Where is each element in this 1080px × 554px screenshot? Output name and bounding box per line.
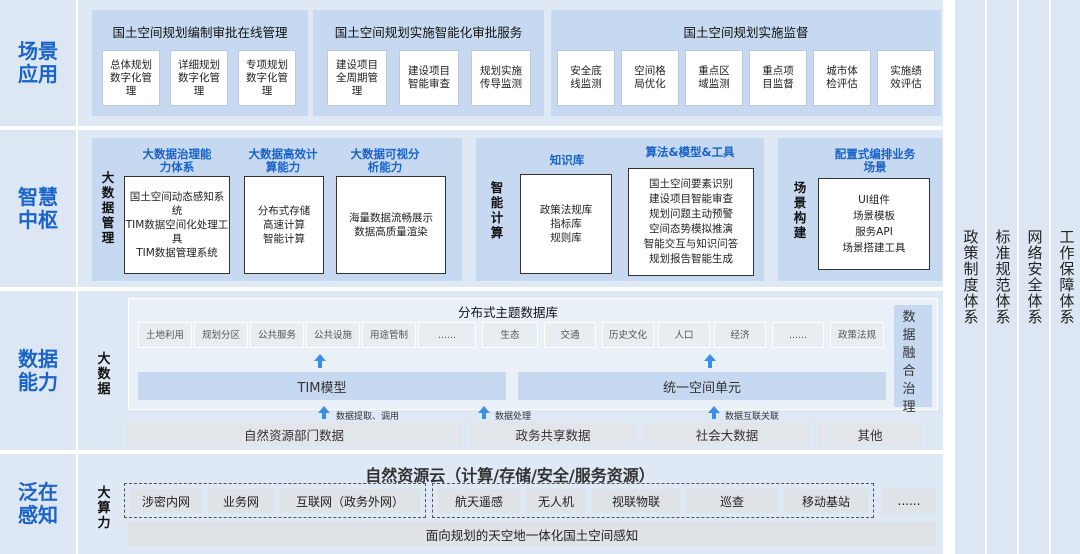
up-arrow-icon: [318, 406, 330, 413]
panel-title: 国土空间规划实施智能化审批服务: [334, 25, 523, 40]
row-label-hub: 智慧中枢: [0, 130, 76, 287]
scene-card[interactable]: 空间格局优化: [621, 50, 679, 106]
scene-panel-plan-approval: 国土空间规划编制审批在线管理 总体规划数字化管理 详细规划数字化管理 专项规划数…: [92, 10, 308, 116]
theme-item[interactable]: ......: [418, 322, 476, 348]
gov-card[interactable]: 国土空间动态感知系统 TIM数据空间化处理工具 TIM数据管理系统: [124, 176, 230, 274]
pillar-security: 网络安全体系: [1019, 0, 1049, 554]
panel-title: 国土空间规划实施监督: [683, 25, 809, 40]
up-arrow-icon: [704, 354, 716, 361]
scene-card[interactable]: 重点区域监测: [685, 50, 743, 106]
net-classified[interactable]: 涉密内网: [130, 489, 202, 513]
pillar-policy: 政策制度体系: [955, 0, 985, 554]
scene-card[interactable]: 建设项目智能审查: [399, 50, 459, 106]
row-label-sense: 泛在感知: [0, 454, 76, 554]
sensor-base-station[interactable]: 移动基站: [784, 489, 868, 513]
note-link: 数据互联关联: [725, 412, 780, 422]
theme-item[interactable]: 公共设施: [306, 322, 360, 348]
kb-card[interactable]: 政策法规库 指标库 规则库: [520, 174, 612, 274]
note-process: 数据处理: [495, 412, 532, 422]
row-label-scene: 场景应用: [0, 0, 76, 126]
pillar-standard: 标准规范体系: [987, 0, 1017, 554]
algo-card[interactable]: 国土空间要素识别 建设项目智能审查 规划问题主动预警 空间态势模拟推演 智能交互…: [628, 168, 754, 276]
hub-panel-bigdata: 大数据管理 大数据治理能力体系 国土空间动态感知系统 TIM数据空间化处理工具 …: [92, 138, 462, 281]
net-internet[interactable]: 互联网（政务外网）: [280, 489, 420, 513]
up-arrow-icon: [708, 406, 720, 413]
scene-card[interactable]: 城市体检评估: [813, 50, 871, 106]
theme-item[interactable]: 公共服务: [250, 322, 304, 348]
source-natural-resources[interactable]: 自然资源部门数据: [126, 422, 462, 446]
up-arrow-icon: [478, 406, 490, 413]
compute-title: 大数据高效计算能力: [248, 147, 318, 174]
scene-panel-supervision: 国土空间规划实施监督 安全底线监测 空间格局优化 重点区域监测 重点项目监督 城…: [551, 10, 941, 116]
scene-panel-smart-approval: 国土空间规划实施智能化审批服务 建设项目全周期管理 建设项目智能审查 规划实施传…: [313, 10, 544, 116]
compute-power-label: 大算力: [97, 486, 111, 531]
perception-base: 面向规划的天空地一体化国土空间感知: [128, 522, 936, 546]
spatial-unit[interactable]: 统一空间单元: [518, 372, 886, 400]
theme-item[interactable]: 经济: [714, 322, 766, 348]
gov-title: 大数据治理能力体系: [142, 147, 212, 174]
scene-card[interactable]: 重点项目监督: [749, 50, 807, 106]
tim-model[interactable]: TIM模型: [138, 372, 506, 400]
vis-card[interactable]: 海量数据流畅展示 数据高质量渲染: [336, 176, 446, 274]
scene-card[interactable]: 总体规划数字化管理: [102, 50, 160, 106]
scene-card[interactable]: 安全底线监测: [557, 50, 615, 106]
theme-item[interactable]: ......: [772, 322, 824, 348]
fusion-box: [894, 305, 932, 407]
panel-title: 国土空间规划编制审批在线管理: [112, 25, 288, 40]
pillar-label: 工作保障体系: [1057, 229, 1076, 325]
theme-item[interactable]: 用途管制: [362, 322, 416, 348]
sensor-more: ......: [882, 489, 936, 513]
theme-item[interactable]: 历史文化: [602, 322, 654, 348]
kb-title: 知识库: [549, 153, 585, 167]
hub-panel-smart-compute: 智能计算 知识库 政策法规库 指标库 规则库 算法&模型&工具 国土空间要素识别…: [476, 138, 764, 281]
conf-card[interactable]: UI组件 场景模板 服务API 场景搭建工具: [818, 178, 930, 270]
up-arrow-icon: [314, 354, 326, 361]
source-other[interactable]: 其他: [818, 422, 922, 446]
source-social-bigdata[interactable]: 社会大数据: [644, 422, 810, 446]
scene-card[interactable]: 详细规划数字化管理: [170, 50, 228, 106]
vis-title: 大数据可视分析能力: [350, 147, 420, 174]
smart-compute-label: 智能计算: [490, 180, 504, 240]
source-gov-shared[interactable]: 政务共享数据: [470, 422, 636, 446]
row-label-data: 数据能力: [0, 291, 76, 450]
network-group: [124, 483, 426, 518]
theme-db-title: 分布式主题数据库: [457, 305, 558, 320]
compute-card[interactable]: 分布式存储 高速计算 智能计算: [244, 176, 324, 274]
note-extract: 数据提取、调用: [336, 412, 400, 422]
bigdata-label: 大数据: [97, 352, 111, 397]
sensor-patrol[interactable]: 巡查: [686, 489, 778, 513]
sensor-drone[interactable]: 无人机: [526, 489, 586, 513]
scene-build-label: 场景构建: [793, 180, 807, 240]
sensor-iot[interactable]: 视联物联: [592, 489, 680, 513]
theme-item[interactable]: 政策法规: [830, 322, 884, 348]
theme-item[interactable]: 土地利用: [138, 322, 192, 348]
scene-card[interactable]: 规划实施传导监测: [471, 50, 531, 106]
pillar-label: 网络安全体系: [1025, 229, 1044, 325]
pillar-label: 政策制度体系: [961, 229, 980, 325]
pillar-label: 标准规范体系: [993, 229, 1012, 325]
theme-item[interactable]: 交通: [544, 322, 596, 348]
theme-item[interactable]: 生态: [482, 322, 538, 348]
bigdata-mgmt-label: 大数据管理: [101, 170, 115, 245]
scene-card[interactable]: 专项规划数字化管理: [238, 50, 296, 106]
theme-item[interactable]: 规划分区: [194, 322, 248, 348]
pillar-support: 工作保障体系: [1051, 0, 1080, 554]
hub-panel-scene-build: 场景构建 配置式编排业务场景 UI组件 场景模板 服务API 场景搭建工具: [778, 138, 942, 281]
algo-title: 算法&模型&工具: [645, 145, 735, 159]
cloud-title: 自然资源云（计算/存储/安全/服务资源）: [365, 466, 655, 485]
conf-title: 配置式编排业务场景: [834, 147, 916, 174]
scene-card[interactable]: 实施绩效评估: [877, 50, 935, 106]
scene-card[interactable]: 建设项目全周期管理: [327, 50, 387, 106]
theme-item[interactable]: 人口: [658, 322, 710, 348]
sensor-satellite[interactable]: 航天遥感: [438, 489, 520, 513]
sensor-group: [432, 483, 874, 518]
net-business[interactable]: 业务网: [208, 489, 274, 513]
fusion-label: 数据融合治理: [902, 310, 916, 415]
